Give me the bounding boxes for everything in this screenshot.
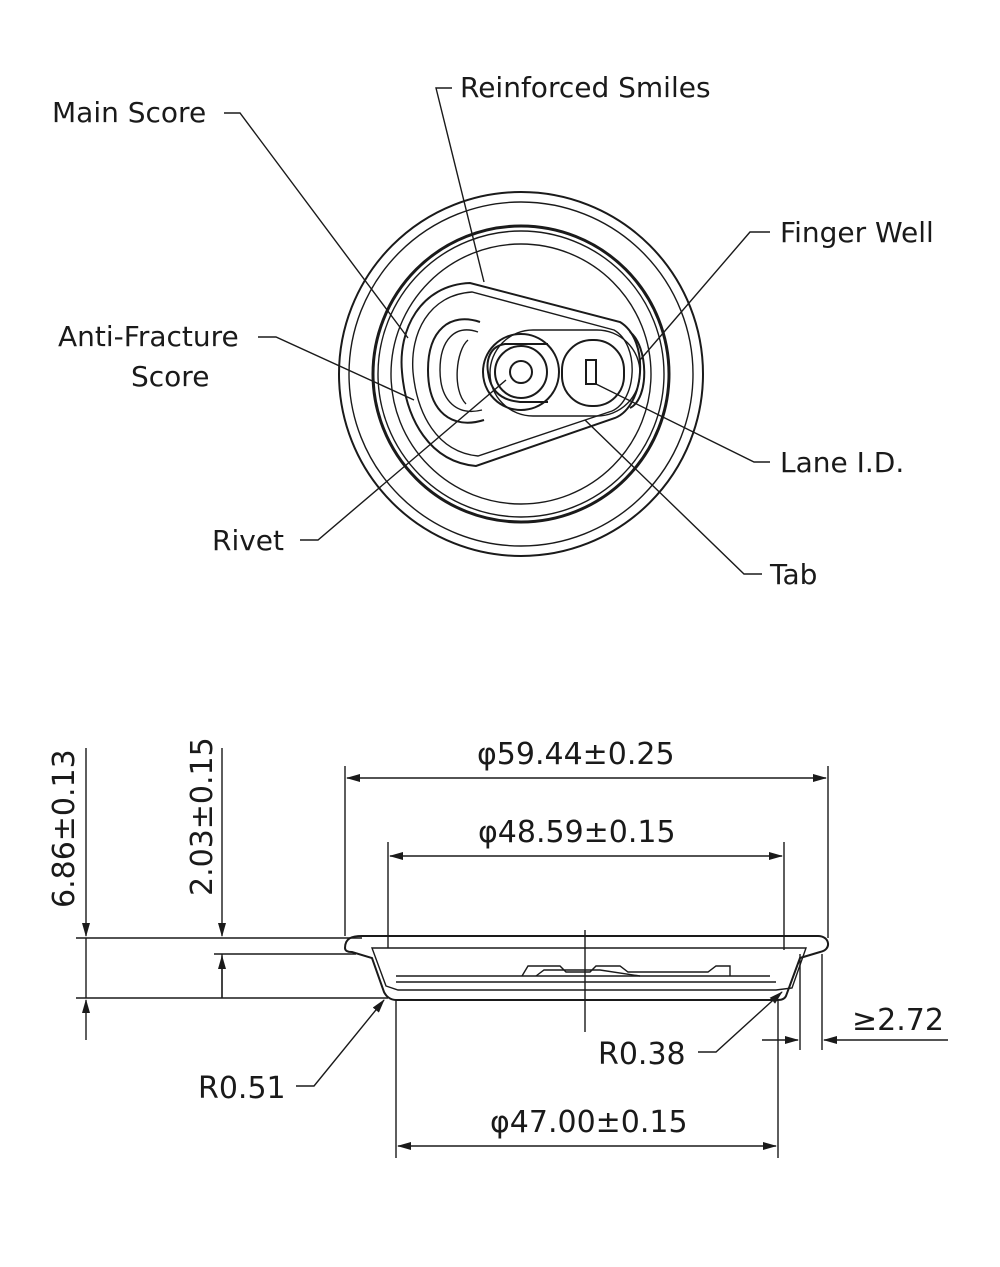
tab-profile-2 bbox=[535, 969, 641, 977]
panel-circle bbox=[377, 230, 665, 518]
tab-nose bbox=[489, 329, 641, 417]
label-anti-fracture-line1: Anti-Fracture bbox=[58, 320, 239, 353]
lane-id-mark bbox=[585, 359, 597, 385]
section-profile-inner bbox=[370, 947, 807, 991]
label-finger-well: Finger Well bbox=[780, 216, 934, 249]
dim-radius-right: R0.38 bbox=[598, 1037, 686, 1072]
outer-rim-circle bbox=[338, 191, 704, 557]
dim-base-diameter: φ47.00±0.15 bbox=[490, 1105, 688, 1140]
rivet-mid bbox=[494, 345, 548, 399]
chuck-wall-circle bbox=[371, 224, 671, 524]
finger-well-slot bbox=[561, 339, 625, 407]
dim-outer-diameter: φ59.44±0.25 bbox=[477, 737, 675, 772]
label-rivet: Rivet bbox=[212, 524, 284, 557]
can-end-top-view: Main Score Reinforced Smiles Finger Well… bbox=[52, 71, 934, 591]
leader-lane-id bbox=[595, 383, 770, 463]
anti-fracture-arc bbox=[456, 339, 469, 405]
leader-anti-fracture bbox=[258, 336, 415, 401]
tab-profile bbox=[521, 965, 731, 977]
dim-countersink-depth: 2.03±0.15 bbox=[185, 737, 220, 896]
label-anti-fracture-line2: Score bbox=[131, 360, 209, 393]
leader-radius-right bbox=[698, 991, 783, 1053]
label-reinforced-smiles: Reinforced Smiles bbox=[460, 71, 711, 104]
rivet-outer bbox=[482, 333, 560, 411]
leader-finger-well bbox=[639, 231, 770, 361]
panel-inner-circle bbox=[390, 243, 652, 505]
rim-inner-circle bbox=[348, 201, 694, 547]
rivet-c-bracket bbox=[486, 343, 548, 403]
can-end-section-view: 6.86±0.13 2.03±0.15 φ59.44±0.25 φ48.59±0… bbox=[47, 737, 948, 1158]
leader-main-score bbox=[224, 112, 409, 339]
label-main-score: Main Score bbox=[52, 96, 206, 129]
label-tab: Tab bbox=[769, 558, 817, 591]
dim-flange-width: ≥2.72 bbox=[852, 1003, 944, 1038]
tab-inner-outline bbox=[411, 291, 633, 457]
dim-radius-left: R0.51 bbox=[198, 1071, 286, 1106]
label-lane-id: Lane I.D. bbox=[780, 446, 904, 479]
rivet-center bbox=[509, 360, 533, 384]
score-opening-inner bbox=[439, 329, 483, 412]
dim-panel-diameter: φ48.59±0.15 bbox=[478, 815, 676, 850]
leader-radius-left bbox=[296, 999, 385, 1087]
leader-rivet bbox=[300, 379, 507, 541]
leader-tab bbox=[584, 419, 762, 575]
dim-total-height: 6.86±0.13 bbox=[47, 749, 82, 908]
leader-reinforced-smiles bbox=[435, 87, 485, 283]
